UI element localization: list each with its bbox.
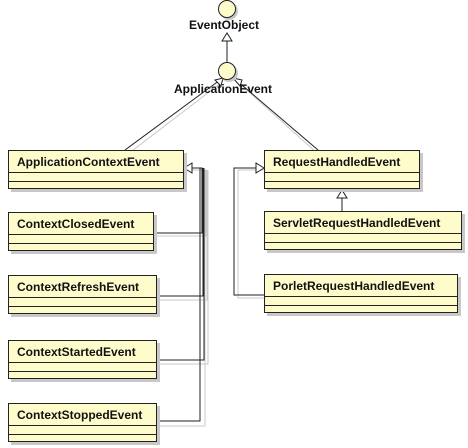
class-servletrequesthandledevent[interactable]: ServletRequestHandledEvent [264, 211, 462, 250]
edge-contextstartedevent [156, 168, 205, 361]
attributes-compartment [9, 426, 156, 435]
operations-compartment [265, 306, 457, 314]
class-contextstartedevent[interactable]: ContextStartedEvent [8, 340, 157, 379]
applicationevent-label: ApplicationEvent [174, 82, 273, 96]
edge-applicationcontextevent-applicationevent [124, 79, 221, 151]
arrowhead-requesthandledevent-bottom [336, 189, 348, 199]
applicationevent-interface-icon [218, 62, 236, 80]
arrowhead-applicationevent-left [214, 77, 224, 87]
class-name: ApplicationContextEvent [9, 151, 183, 173]
arrowhead-applicationcontextevent [183, 162, 193, 174]
attributes-compartment [265, 234, 461, 243]
operations-compartment [9, 244, 153, 252]
class-name: ContextStartedEvent [9, 341, 156, 363]
eventobject-label: EventObject [189, 18, 260, 32]
class-name: ContextClosedEvent [9, 213, 153, 235]
class-contextclosedevent[interactable]: ContextClosedEvent [8, 212, 154, 251]
operations-compartment [265, 182, 419, 190]
class-contextrefreshevent[interactable]: ContextRefreshEvent [8, 275, 157, 314]
attributes-compartment [9, 363, 156, 372]
class-applicationcontextevent[interactable]: ApplicationContextEvent [8, 150, 184, 189]
class-requesthandledevent[interactable]: RequestHandledEvent [264, 150, 420, 189]
edge-contextclosedevent [154, 167, 203, 234]
eventobject-interface-icon [218, 0, 236, 18]
class-name: ContextRefreshEvent [9, 276, 156, 298]
attributes-compartment [9, 235, 153, 244]
attributes-compartment [9, 298, 156, 307]
class-contextstoppedevent[interactable]: ContextStoppedEvent [8, 403, 157, 442]
arrowhead-requesthandledevent-left [255, 162, 265, 174]
class-name: ContextStoppedEvent [9, 404, 156, 426]
edge-contextstoppedevent [156, 168, 201, 422]
edge-requesthandledevent-applicationevent [235, 79, 319, 151]
operations-compartment [9, 307, 156, 315]
arrowhead-applicationevent-right [231, 77, 243, 87]
attributes-compartment [265, 297, 457, 306]
class-name: ServletRequestHandledEvent [265, 212, 461, 234]
attributes-compartment [9, 173, 183, 182]
class-porletrequesthandledevent[interactable]: PorletRequestHandledEvent [264, 274, 458, 313]
class-name: RequestHandledEvent [265, 151, 419, 173]
edge-porletrequesthandledevent [233, 167, 265, 296]
edge-contextrefreshevent [156, 168, 204, 297]
arrowhead-eventobject [221, 32, 233, 42]
operations-compartment [9, 372, 156, 380]
attributes-compartment [265, 173, 419, 182]
operations-compartment [9, 182, 183, 190]
class-name: PorletRequestHandledEvent [265, 275, 457, 297]
operations-compartment [265, 243, 461, 251]
operations-compartment [9, 435, 156, 443]
